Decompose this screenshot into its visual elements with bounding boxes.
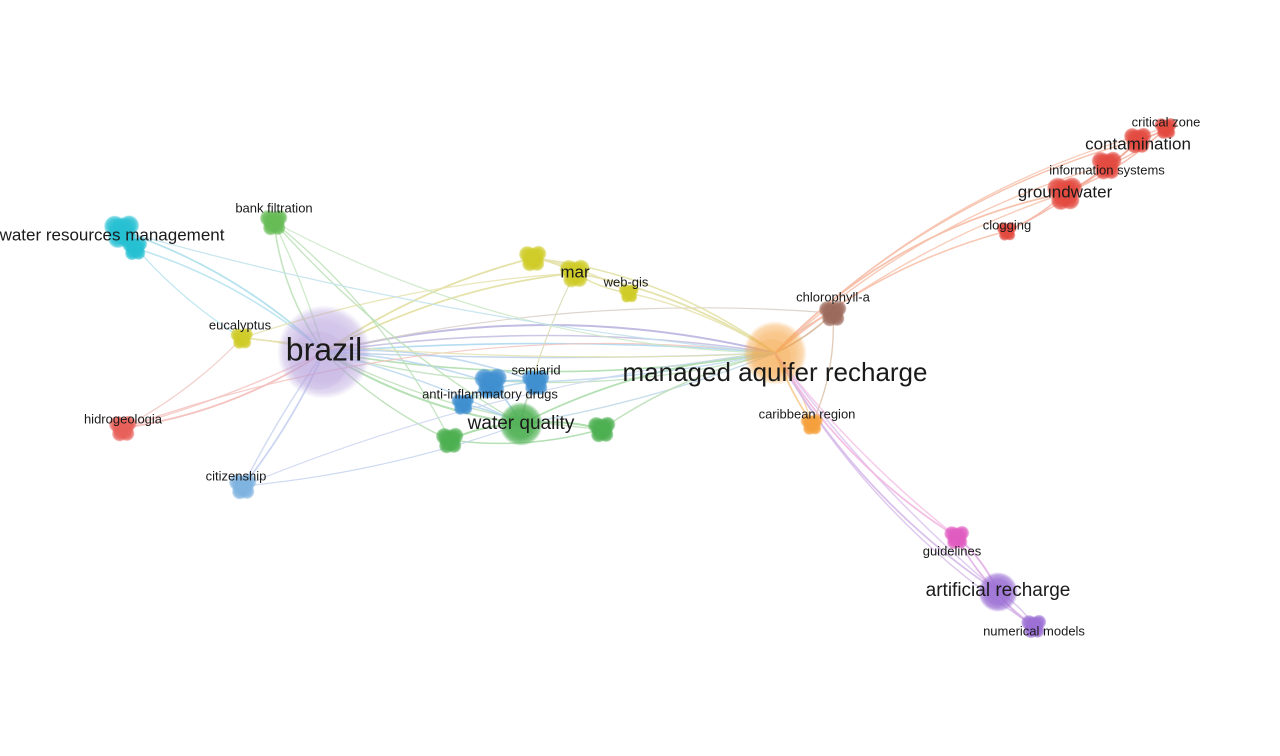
node-label-mar: mar <box>560 262 590 281</box>
node-blob <box>532 379 548 396</box>
map-node-green-node-left[interactable] <box>435 427 464 454</box>
edge <box>273 221 451 441</box>
node-label-information-systems: information systems <box>1049 162 1165 177</box>
edge <box>122 337 243 429</box>
node-label-artificial-recharge: artificial recharge <box>926 580 1071 601</box>
node-label-bank-filtration: bank filtration <box>235 200 312 215</box>
map-node-critical-zone[interactable] <box>1154 117 1178 140</box>
labels-layer: brazil managed aquifer recharge water qual… <box>0 114 1200 638</box>
node-core <box>751 338 791 379</box>
node-blob <box>743 321 807 385</box>
edge <box>121 230 776 354</box>
map-node-mar-node2[interactable] <box>518 245 547 272</box>
edge <box>774 352 958 538</box>
node-blob <box>1060 190 1080 210</box>
edge <box>241 272 576 339</box>
map-node-blue-node3[interactable] <box>451 393 475 416</box>
node-label-managed-aquifer-recharge: managed aquifer recharge <box>623 357 928 387</box>
node-blob <box>1102 162 1120 180</box>
node-label-groundwater: groundwater <box>1018 182 1113 201</box>
node-label-caribbean-region: caribbean region <box>759 406 856 421</box>
node-label-eucalyptus: eucalyptus <box>209 317 272 332</box>
node-label-numerical-models: numerical models <box>983 623 1085 638</box>
node-label-chlorophyll-a: chlorophyll-a <box>796 289 870 304</box>
node-blob <box>829 310 845 327</box>
node-label-brazil: brazil <box>286 331 362 367</box>
node-blob <box>598 426 614 443</box>
node-blob <box>238 336 252 349</box>
node-label-critical-zone: critical zone <box>1132 114 1201 129</box>
node-blob <box>953 535 968 549</box>
edge <box>774 352 958 538</box>
map-node-semiarid[interactable] <box>521 369 550 396</box>
edge <box>323 342 776 354</box>
edge <box>242 352 776 487</box>
map-node-guidelines[interactable] <box>944 525 970 550</box>
node-blob <box>239 483 255 500</box>
map-node-anti-inflammatory-drugs[interactable] <box>474 368 508 400</box>
map-node-wrm-node2[interactable] <box>122 236 148 261</box>
map-node-information-systems[interactable] <box>1091 151 1122 180</box>
node-blob <box>808 422 822 435</box>
node-blob <box>1030 624 1045 638</box>
node-blob <box>446 437 462 454</box>
node-blob <box>978 572 1018 612</box>
node-blob <box>119 425 135 442</box>
node-blob <box>277 305 371 399</box>
map-node-eucalyptus[interactable] <box>230 327 254 350</box>
map-node-water-quality[interactable] <box>499 402 543 446</box>
map-node-brazil[interactable] <box>277 305 371 399</box>
map-node-green-node-right[interactable] <box>587 416 616 443</box>
node-label-semiarid: semiarid <box>511 362 560 377</box>
edge <box>273 221 776 354</box>
edge <box>323 334 776 354</box>
node-blob <box>529 255 545 272</box>
edge <box>774 230 1008 354</box>
map-node-groundwater[interactable] <box>1046 177 1083 211</box>
node-blob <box>270 219 286 236</box>
map-node-numerical-models[interactable] <box>1021 614 1047 639</box>
node-core <box>504 414 532 442</box>
node-blob <box>1004 229 1016 241</box>
node-blob <box>626 291 638 303</box>
map-node-hidrogeologia[interactable] <box>108 415 137 442</box>
nodes-layer[interactable] <box>103 117 1178 639</box>
node-core <box>983 583 1008 608</box>
map-node-contamination[interactable] <box>1123 127 1152 154</box>
edge <box>273 221 522 425</box>
node-core <box>289 331 348 390</box>
node-blob <box>1134 137 1150 154</box>
map-node-caribbean-region[interactable] <box>800 413 824 436</box>
map-node-artificial-recharge[interactable] <box>978 572 1018 612</box>
node-blob <box>499 402 543 446</box>
map-node-web-gis[interactable] <box>618 283 639 303</box>
node-label-water-quality: water quality <box>467 413 575 434</box>
node-label-clogging: clogging <box>983 217 1031 232</box>
node-label-water-resources-management: water resources management <box>0 225 225 244</box>
node-blob <box>486 380 505 399</box>
map-node-bank-filtration[interactable] <box>259 209 288 236</box>
map-node-mar[interactable] <box>559 259 590 288</box>
node-label-hidrogeologia: hidrogeologia <box>84 411 163 426</box>
edge <box>323 351 776 384</box>
node-label-web-gis: web-gis <box>603 274 649 289</box>
map-node-citizenship[interactable] <box>228 473 257 500</box>
node-label-contamination: contamination <box>1085 134 1191 153</box>
node-label-citizenship: citizenship <box>206 468 267 483</box>
map-node-managed-aquifer-recharge[interactable] <box>743 321 807 385</box>
node-blob <box>1162 126 1176 139</box>
node-blob <box>570 270 588 288</box>
node-label-anti-inflammatory-drugs: anti-inflammatory drugs <box>422 386 558 401</box>
node-blob <box>131 246 146 260</box>
node-label-guidelines: guidelines <box>923 543 982 558</box>
edge <box>242 423 522 487</box>
map-node-chlorophyll-a[interactable] <box>818 300 847 327</box>
edge <box>520 352 776 425</box>
node-blob <box>459 402 473 415</box>
map-node-clogging[interactable] <box>996 221 1017 241</box>
